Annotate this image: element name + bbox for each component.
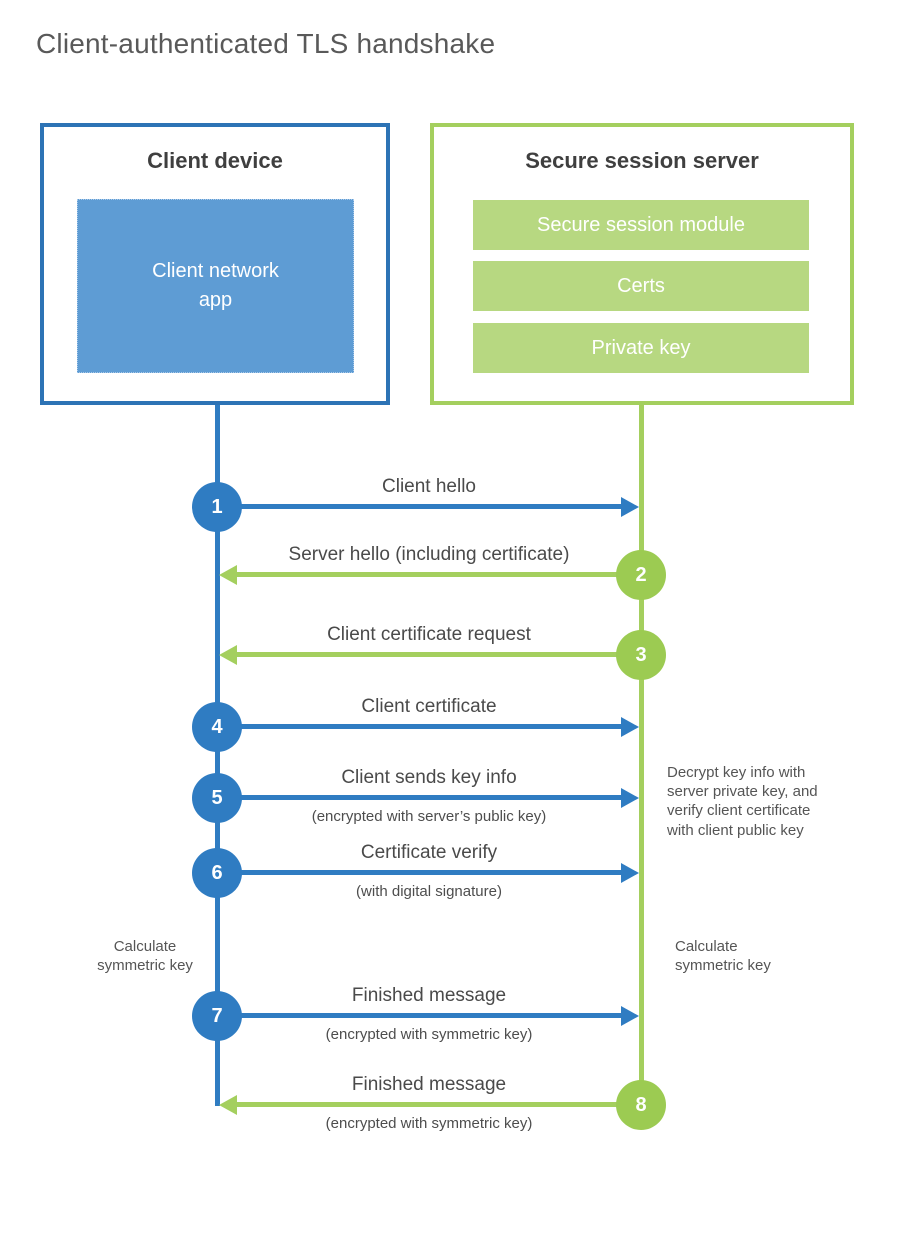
step-circle: 5	[192, 773, 242, 823]
server-decrypt-note-line: server private key, and	[667, 783, 818, 801]
message-arrow	[237, 572, 617, 577]
message-arrow	[240, 504, 622, 509]
server-decrypt-note-line: Decrypt key info with	[667, 764, 806, 781]
arrowhead-right-icon	[621, 717, 639, 737]
arrowhead-right-icon	[621, 497, 639, 517]
client-lifeline	[215, 405, 220, 1106]
message-arrow	[240, 795, 622, 800]
message-sublabel: (encrypted with server’s public key)	[311, 808, 547, 825]
server-decrypt-note: Decrypt key info with server private key…	[667, 763, 842, 840]
message-sublabel: (encrypted with symmetric key)	[325, 1026, 533, 1043]
step-circle: 8	[616, 1080, 666, 1130]
message-arrow	[240, 870, 622, 875]
message-label: Client certificate	[361, 696, 497, 717]
calculate-note-server-text: Calculate symmetric key	[675, 938, 771, 975]
message-arrow	[240, 1013, 622, 1018]
diagram-title: Client-authenticated TLS handshake	[36, 28, 496, 59]
message-sublabel: (encrypted with symmetric key)	[325, 1115, 533, 1132]
step-circle: 2	[616, 550, 666, 600]
step-circle: 3	[616, 630, 666, 680]
arrowhead-left-icon	[219, 565, 237, 585]
message-label: Client certificate request	[327, 624, 531, 645]
server-lifeline	[639, 405, 644, 1105]
arrowhead-left-icon	[219, 645, 237, 665]
message-arrow	[237, 1102, 617, 1107]
calculate-note-client-text: Calculate symmetric key	[97, 938, 193, 975]
secure-session-server-title: Secure session server	[525, 148, 759, 173]
message-label: Client hello	[382, 476, 476, 497]
message-arrow	[237, 652, 617, 657]
message-sublabel: (with digital signature)	[356, 883, 502, 900]
message-label: Finished message	[351, 985, 507, 1006]
message-label: Certificate verify	[360, 842, 498, 863]
client-network-app-box: Client network app	[77, 199, 354, 373]
calculate-note-server: Calculate symmetric key	[675, 937, 795, 975]
message-arrow	[240, 724, 622, 729]
server-module-bar: Private key	[473, 323, 809, 373]
step-circle: 7	[192, 991, 242, 1041]
step-circle: 6	[192, 848, 242, 898]
arrowhead-right-icon	[621, 1006, 639, 1026]
message-label: Server hello (including certificate)	[288, 544, 570, 565]
arrowhead-left-icon	[219, 1095, 237, 1115]
message-label: Finished message	[351, 1074, 507, 1095]
arrowhead-right-icon	[621, 788, 639, 808]
server-decrypt-note-line: with client public key	[667, 821, 804, 839]
server-decrypt-note-line: verify client certificate	[667, 802, 811, 820]
server-module-bar: Certs	[473, 261, 809, 311]
calculate-note-client: Calculate symmetric key	[85, 937, 205, 975]
server-module-bar: Secure session module	[473, 200, 809, 250]
step-circle: 1	[192, 482, 242, 532]
step-circle: 4	[192, 702, 242, 752]
client-network-app-label: Client network app	[152, 260, 279, 311]
message-label: Client sends key info	[341, 767, 517, 788]
client-device-title: Client device	[147, 148, 283, 173]
arrowhead-right-icon	[621, 863, 639, 883]
